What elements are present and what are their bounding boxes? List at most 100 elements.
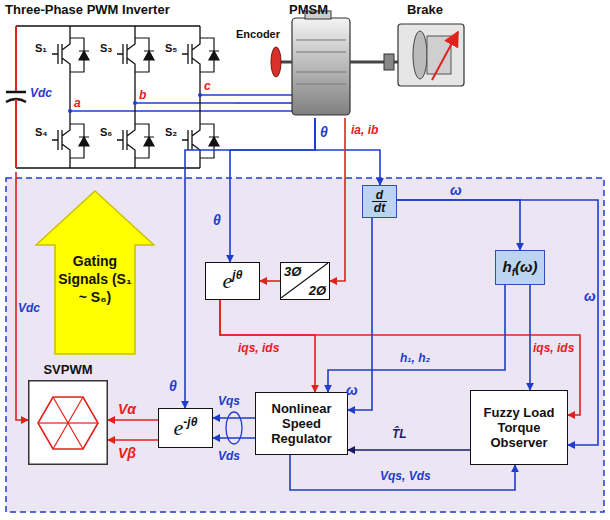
signal-label: ω bbox=[346, 382, 358, 398]
diode-symbol bbox=[79, 51, 89, 60]
igbt-symbol bbox=[62, 111, 70, 168]
signal-label: Vds bbox=[218, 448, 240, 464]
node-text: h bbox=[502, 258, 511, 275]
node-text: 2Ø bbox=[309, 283, 326, 298]
node-text: e bbox=[223, 268, 233, 293]
gate-lead bbox=[117, 44, 123, 64]
signal-connector bbox=[230, 118, 315, 262]
signal-connector bbox=[328, 285, 505, 392]
node-text: e bbox=[174, 415, 184, 440]
torque-observer-box: Fuzzy Load Torque Observer bbox=[470, 390, 568, 465]
signal-label: θ bbox=[169, 378, 177, 394]
signal-connector bbox=[397, 200, 520, 250]
text-group: Gating Signals (S₁ ~ S₆) bbox=[55, 252, 135, 306]
gating-arrow: Gating Signals (S₁ ~ S₆) bbox=[35, 190, 155, 355]
switch-label: S₃ bbox=[100, 42, 112, 55]
switch-label: S₁ bbox=[35, 42, 47, 55]
signal-connector bbox=[348, 449, 470, 451]
node-text: Brake bbox=[380, 2, 470, 18]
svpwm-hexagon bbox=[28, 380, 108, 465]
text-group: ddt bbox=[372, 189, 387, 214]
gate-lead bbox=[52, 130, 58, 150]
node-text: Fuzzy Load Torque Observer bbox=[471, 405, 567, 450]
vector-spoke bbox=[68, 423, 83, 449]
signal-connector bbox=[213, 417, 255, 419]
clarke-transform-block: 3Ø 2Ø bbox=[280, 262, 330, 300]
part-label: Encoder bbox=[236, 28, 280, 41]
switch-label: S₂ bbox=[165, 126, 177, 139]
signal-connector bbox=[220, 300, 315, 392]
phase-label: a bbox=[74, 96, 81, 110]
node-text: jθ bbox=[232, 268, 242, 282]
dc-link bbox=[6, 26, 200, 168]
vector-spoke bbox=[53, 423, 68, 449]
signal-connector bbox=[355, 61, 380, 64]
phase-wire bbox=[200, 94, 292, 96]
vector-spoke bbox=[53, 397, 68, 423]
gate-lead bbox=[117, 130, 123, 150]
signal-label: θ bbox=[213, 212, 221, 228]
node-text: d bbox=[372, 189, 387, 201]
node-text: SVPWM bbox=[28, 362, 108, 378]
derivative-block: ddt bbox=[362, 185, 397, 218]
node-text: dt bbox=[372, 201, 387, 214]
gain-function-block: hf(ω) bbox=[495, 250, 545, 285]
signal-label: Vdc bbox=[18, 300, 40, 316]
vector-spoke bbox=[68, 397, 83, 423]
diode-symbol bbox=[79, 137, 89, 146]
text-group: ejθ bbox=[223, 268, 243, 294]
vector-spoke bbox=[68, 422, 98, 423]
signal-label: iqs, ids bbox=[533, 340, 574, 356]
signal-label: iqs, ids bbox=[238, 340, 279, 356]
diode-symbol bbox=[144, 137, 154, 146]
node-text: Three-Phase PWM Inverter bbox=[5, 2, 235, 18]
signal-bundle bbox=[226, 412, 242, 444]
node-text: f bbox=[512, 267, 515, 278]
diode-symbol bbox=[144, 51, 154, 60]
signal-connector bbox=[16, 172, 28, 420]
divider-stroke bbox=[281, 263, 328, 298]
motor-symbol bbox=[271, 11, 355, 115]
phase-wire bbox=[135, 102, 235, 104]
vector-spoke bbox=[38, 422, 68, 423]
svpwm-frame bbox=[29, 381, 108, 465]
signal-connector bbox=[315, 118, 380, 185]
signal-label: Vβ bbox=[118, 445, 136, 461]
signal-label: θ bbox=[320, 124, 328, 140]
signal-connector bbox=[235, 102, 262, 104]
text-group: Nonlinear Speed Regulator bbox=[256, 401, 347, 446]
signal-connector bbox=[108, 419, 158, 421]
signal-label: Vα bbox=[118, 401, 136, 417]
motor-unit: PMSM bbox=[262, 2, 355, 118]
node-text: 3Ø bbox=[284, 264, 301, 279]
gate-lead bbox=[182, 44, 188, 64]
signal-connector bbox=[348, 218, 372, 410]
svpwm-block: SVPWM bbox=[28, 362, 108, 465]
text-group: Fuzzy Load Torque Observer bbox=[471, 405, 567, 450]
igbt-symbol bbox=[192, 95, 200, 168]
phase-label: c bbox=[204, 79, 211, 93]
signal-label: ω bbox=[584, 288, 596, 304]
switch-label: S₄ bbox=[35, 126, 48, 139]
igbt-symbol bbox=[127, 26, 135, 103]
igbt-symbol bbox=[62, 26, 70, 111]
block-arrow bbox=[36, 191, 154, 354]
node-text: Gating Signals (S₁ ~ S₆) bbox=[55, 252, 135, 306]
vector-hexagon bbox=[38, 397, 98, 449]
signal-connector bbox=[529, 285, 531, 390]
brake-symbol bbox=[380, 24, 464, 86]
gate-lead bbox=[182, 130, 188, 150]
signal-connector bbox=[213, 437, 255, 439]
switch-label: S₅ bbox=[165, 42, 177, 55]
signal-connector bbox=[260, 280, 280, 282]
controller-region bbox=[6, 178, 604, 512]
node-text: (ω) bbox=[515, 258, 538, 275]
text-group: hf(ω) bbox=[502, 258, 537, 278]
diode-symbol bbox=[209, 137, 219, 146]
diode-symbol bbox=[209, 51, 219, 60]
switch-label: S₆ bbox=[100, 126, 112, 139]
signal-label: ia, ib bbox=[351, 122, 378, 138]
phase-wire bbox=[262, 102, 292, 104]
node-text: -jθ bbox=[183, 415, 197, 429]
